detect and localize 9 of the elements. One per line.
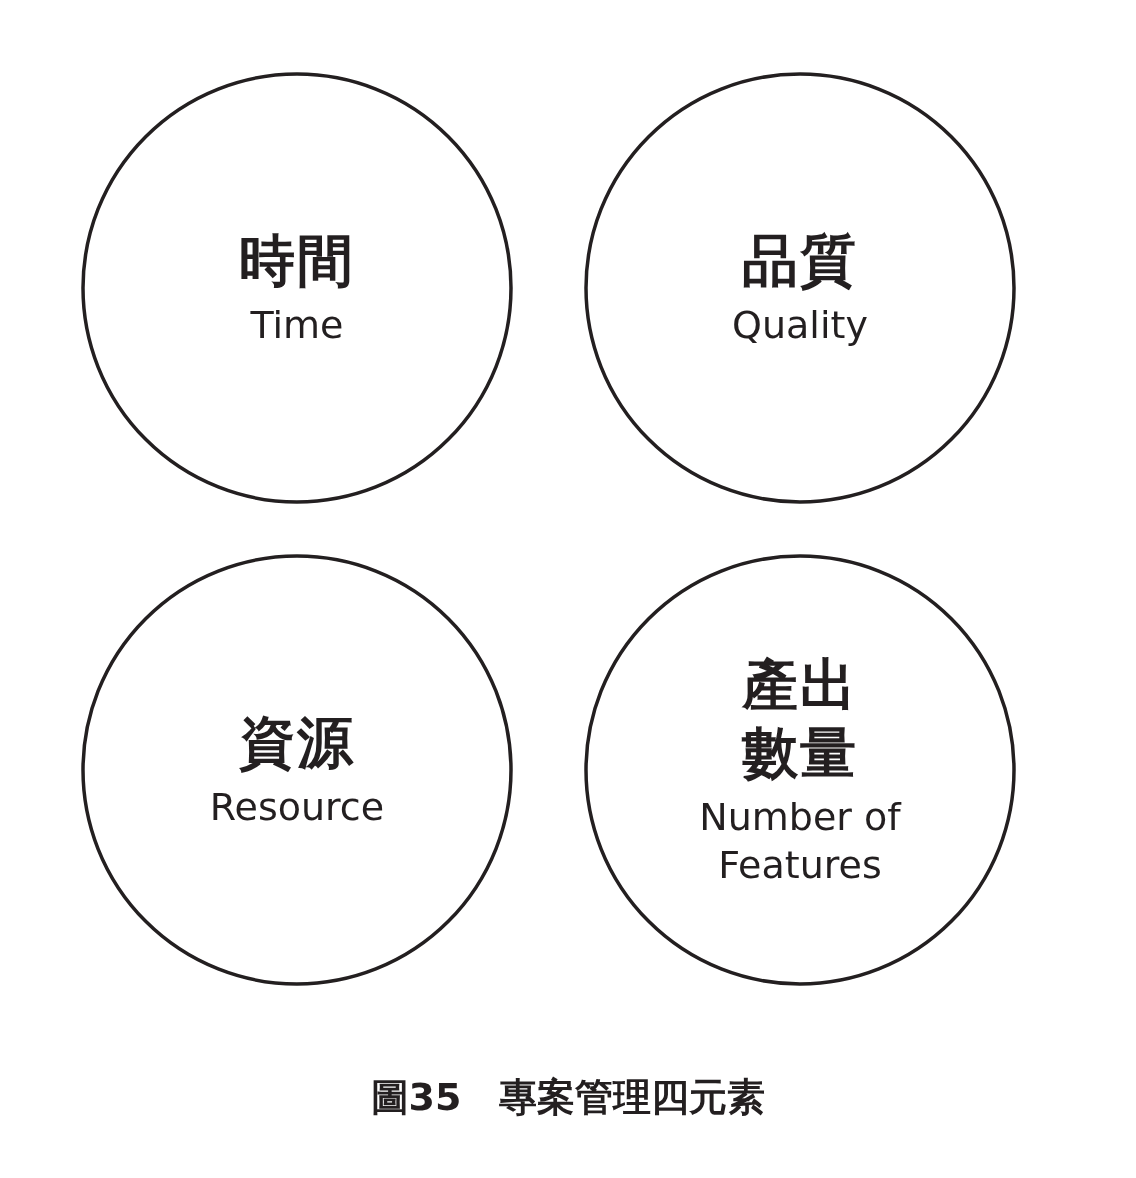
heading-text: 產出數量 [740, 651, 859, 787]
figure-caption: 圖35 專案管理四元素 [370, 1074, 766, 1121]
heading-text: 資源 [238, 709, 356, 777]
heading-text: 品質 [741, 227, 859, 295]
subtitle-text: Time [249, 302, 345, 349]
subtitle-text: Number of Features [698, 794, 903, 889]
subtitle-text: Resource [208, 784, 386, 831]
heading-text: 時間 [238, 227, 356, 295]
subtitle-text: Quality [731, 302, 869, 349]
